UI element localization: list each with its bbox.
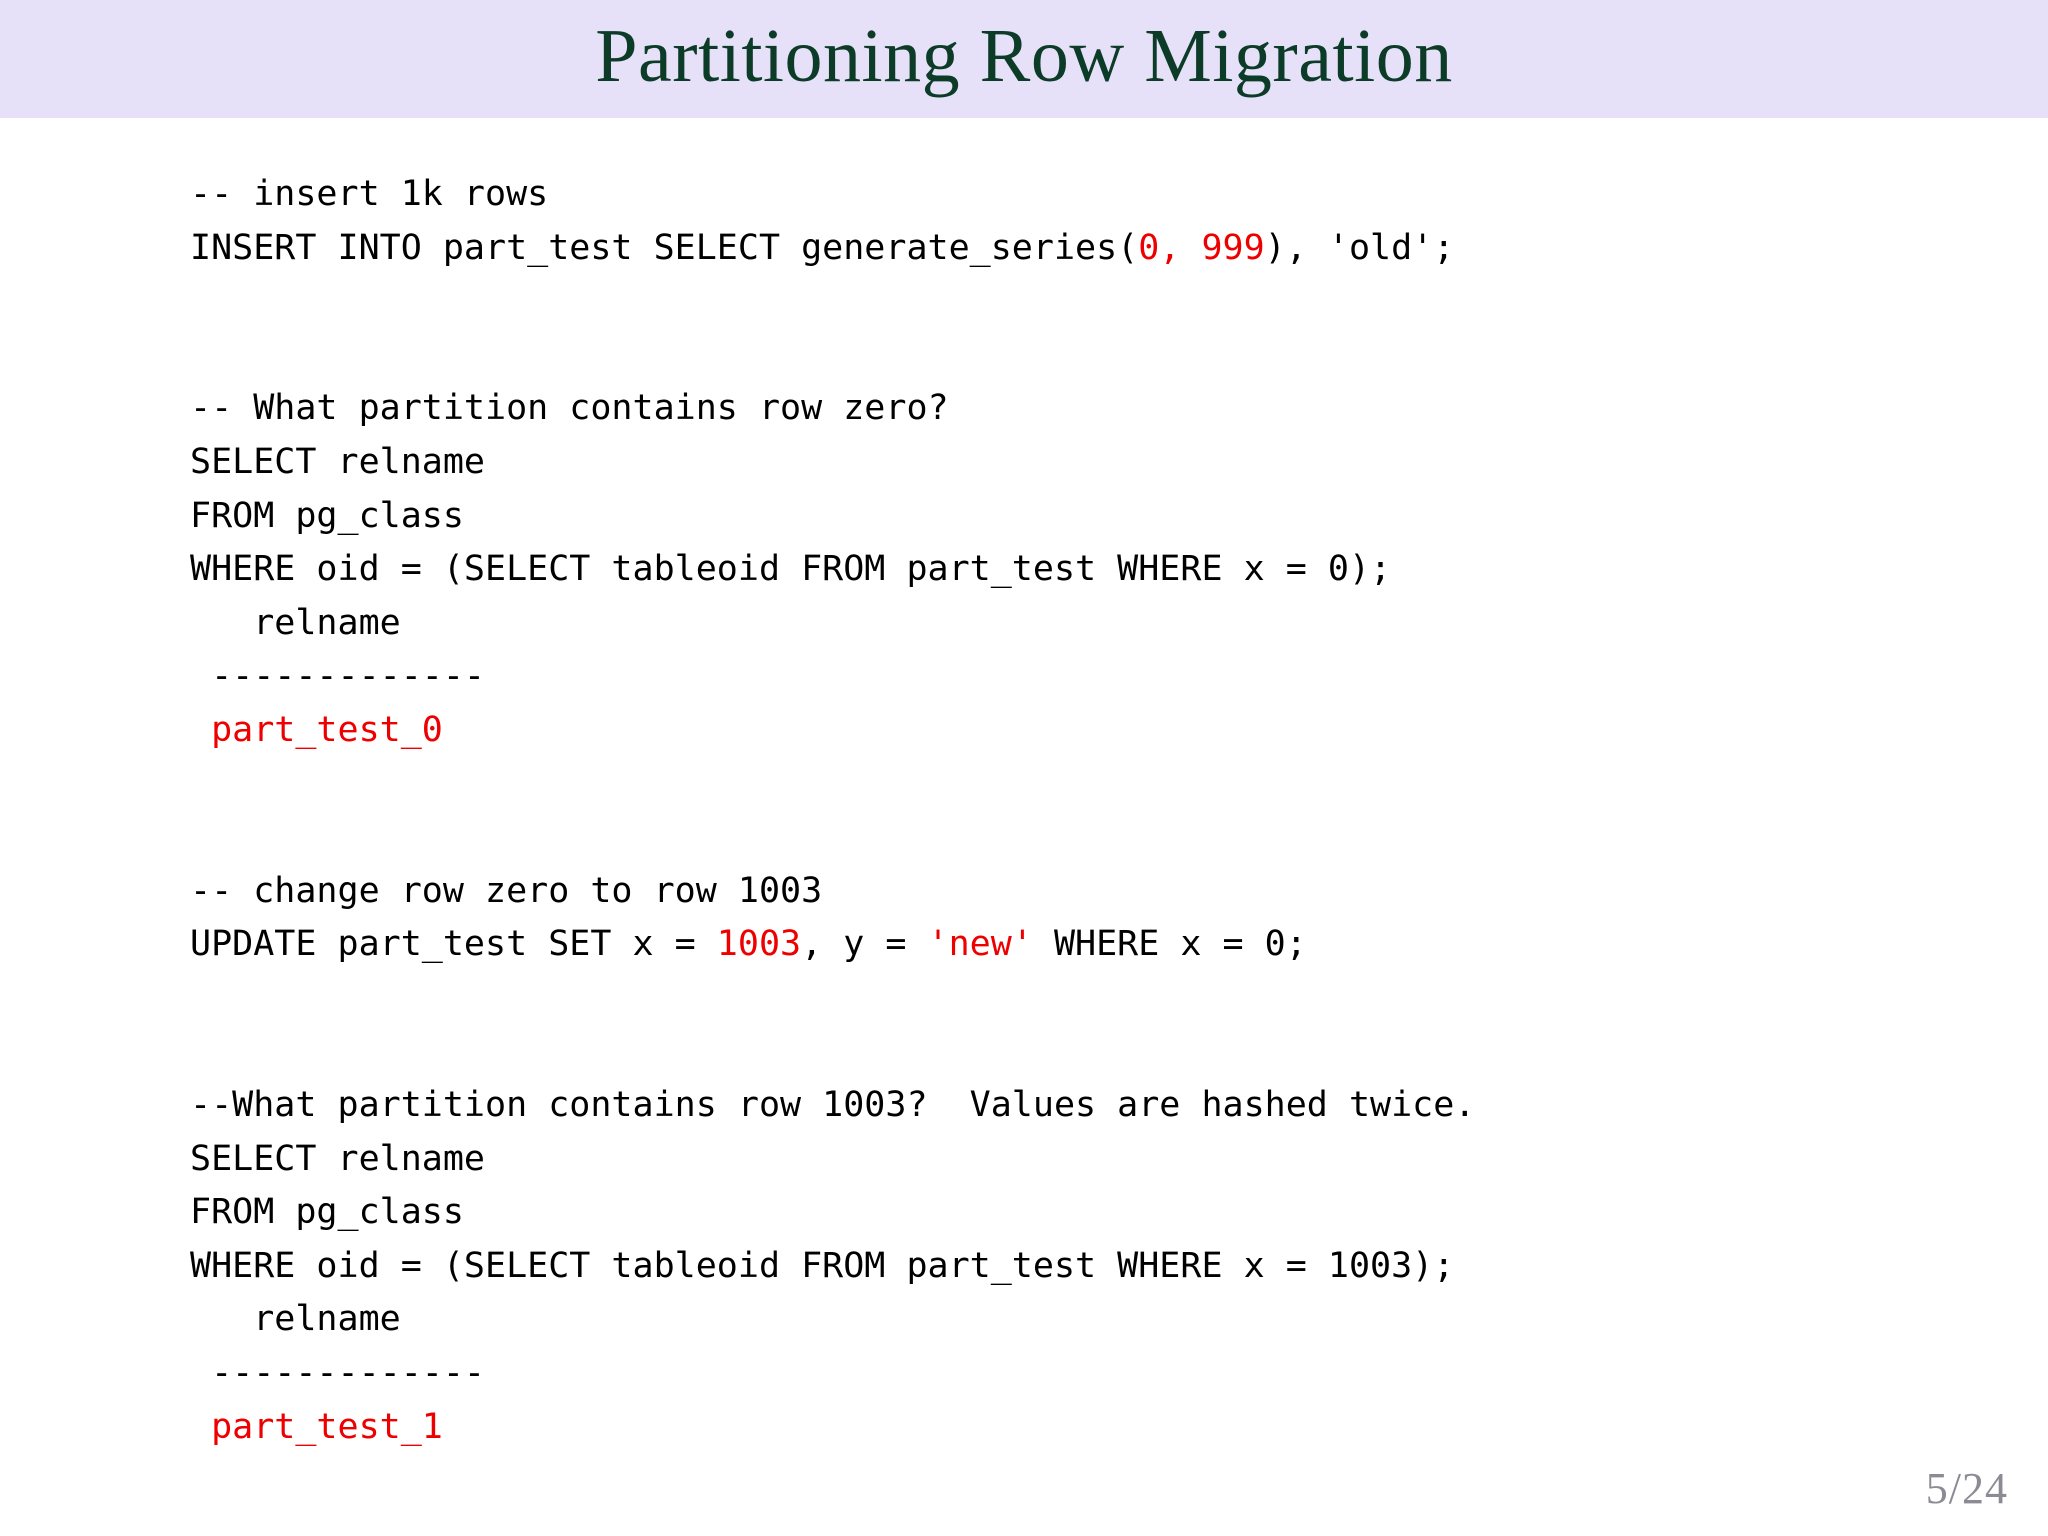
code-line: SELECT relname xyxy=(190,1133,1990,1187)
code-token: ------------- xyxy=(190,1353,486,1394)
code-token-highlight: 0, 999 xyxy=(1138,227,1265,268)
code-token: , y = xyxy=(801,924,928,965)
code-line: part_test_0 xyxy=(190,704,1990,758)
code-blank-line xyxy=(190,1026,1990,1080)
code-line: relname xyxy=(190,1293,1990,1347)
slide-title-band: Partitioning Row Migration xyxy=(0,0,2048,118)
code-blank-line xyxy=(190,329,1990,383)
code-line: relname xyxy=(190,597,1990,651)
code-line: ------------- xyxy=(190,650,1990,704)
code-token: SELECT relname xyxy=(190,441,486,482)
code-line: --What partition contains row 1003? Valu… xyxy=(190,1079,1990,1133)
code-token: ------------- xyxy=(190,656,486,697)
code-token: INSERT INTO part_test SELECT generate_se… xyxy=(190,227,1139,268)
code-token: WHERE x = 0; xyxy=(1032,924,1307,965)
code-token: ), 'old'; xyxy=(1264,227,1455,268)
page-title: Partitioning Row Migration xyxy=(595,14,1453,98)
code-token: WHERE oid = (SELECT tableoid FROM part_t… xyxy=(190,1245,1455,1286)
code-token-highlight: part_test_0 xyxy=(190,709,443,750)
code-blank-line xyxy=(190,758,1990,812)
page-number: 5/24 xyxy=(1925,1464,2008,1513)
code-line: INSERT INTO part_test SELECT generate_se… xyxy=(190,222,1990,276)
code-line: -- What partition contains row zero? xyxy=(190,382,1990,436)
code-token: -- What partition contains row zero? xyxy=(190,388,949,429)
code-token-highlight: 'new' xyxy=(927,924,1033,965)
code-line: WHERE oid = (SELECT tableoid FROM part_t… xyxy=(190,1240,1990,1294)
code-line: part_test_1 xyxy=(190,1401,1990,1455)
code-line: -- insert 1k rows xyxy=(190,168,1990,222)
code-line: WHERE oid = (SELECT tableoid FROM part_t… xyxy=(190,543,1990,597)
code-token-highlight: 1003 xyxy=(716,924,802,965)
code-line: FROM pg_class xyxy=(190,490,1990,544)
code-blank-line xyxy=(190,811,1990,865)
code-token: UPDATE part_test SET x = xyxy=(190,924,717,965)
code-token: relname xyxy=(190,1299,401,1340)
code-blank-line xyxy=(190,972,1990,1026)
code-token: -- insert 1k rows xyxy=(190,174,549,214)
code-line: ------------- xyxy=(190,1347,1990,1401)
code-token-highlight: part_test_1 xyxy=(190,1406,443,1447)
code-token: SELECT relname xyxy=(190,1138,486,1179)
code-blank-line xyxy=(190,275,1990,329)
code-token: relname xyxy=(190,602,401,643)
code-token: FROM pg_class xyxy=(190,1192,464,1233)
code-token: -- change row zero to row 1003 xyxy=(190,870,823,911)
code-line: FROM pg_class xyxy=(190,1186,1990,1240)
code-token: --What partition contains row 1003? Valu… xyxy=(190,1085,1476,1126)
code-line: UPDATE part_test SET x = 1003, y = 'new'… xyxy=(190,918,1990,972)
code-line: -- change row zero to row 1003 xyxy=(190,865,1990,919)
code-line: SELECT relname xyxy=(190,436,1990,490)
code-token: WHERE oid = (SELECT tableoid FROM part_t… xyxy=(190,549,1392,590)
code-token: FROM pg_class xyxy=(190,495,464,536)
